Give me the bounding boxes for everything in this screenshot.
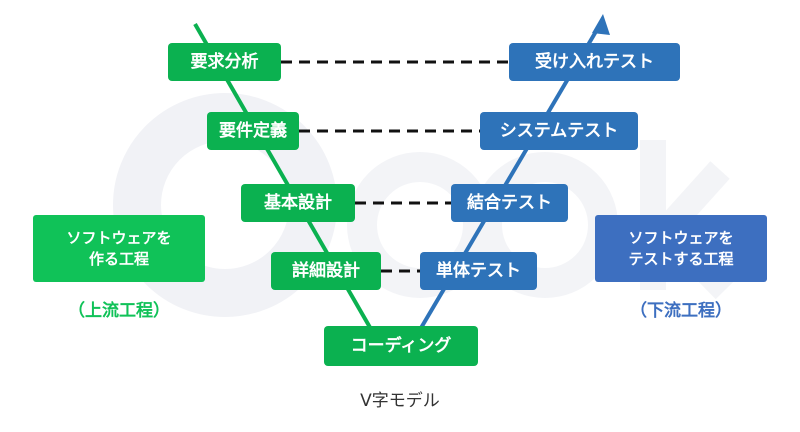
phase-requirements-analysis: 要求分析 — [168, 43, 281, 81]
downstream-description-line-2: テストする工程 — [628, 249, 734, 268]
phase-integration-test: 結合テスト — [451, 184, 568, 222]
dashed-connectors — [281, 60, 509, 273]
upstream-description-box: ソフトウェアを 作る工程 — [33, 215, 205, 282]
phase-system-test: システムテスト — [480, 112, 638, 150]
phase-basic-design: 基本設計 — [241, 184, 355, 222]
phase-acceptance-test: 受け入れテスト — [509, 43, 680, 81]
upstream-description-line-1: ソフトウェアを — [66, 229, 172, 248]
arrow-head-icon — [592, 14, 610, 35]
upstream-label: （上流工程） — [68, 301, 170, 321]
phase-requirements-definition: 要件定義 — [207, 112, 299, 150]
upstream-description-line-2: 作る工程 — [88, 249, 149, 268]
phase-detailed-design: 詳細設計 — [271, 252, 381, 290]
diagram-caption: V字モデル — [360, 391, 440, 411]
downstream-label: （下流工程） — [630, 301, 732, 321]
phase-unit-test: 単体テスト — [420, 252, 537, 290]
phase-coding: コーディング — [324, 326, 478, 366]
downstream-description-line-1: ソフトウェアを — [628, 229, 734, 248]
downstream-description-box: ソフトウェアを テストする工程 — [595, 215, 767, 282]
